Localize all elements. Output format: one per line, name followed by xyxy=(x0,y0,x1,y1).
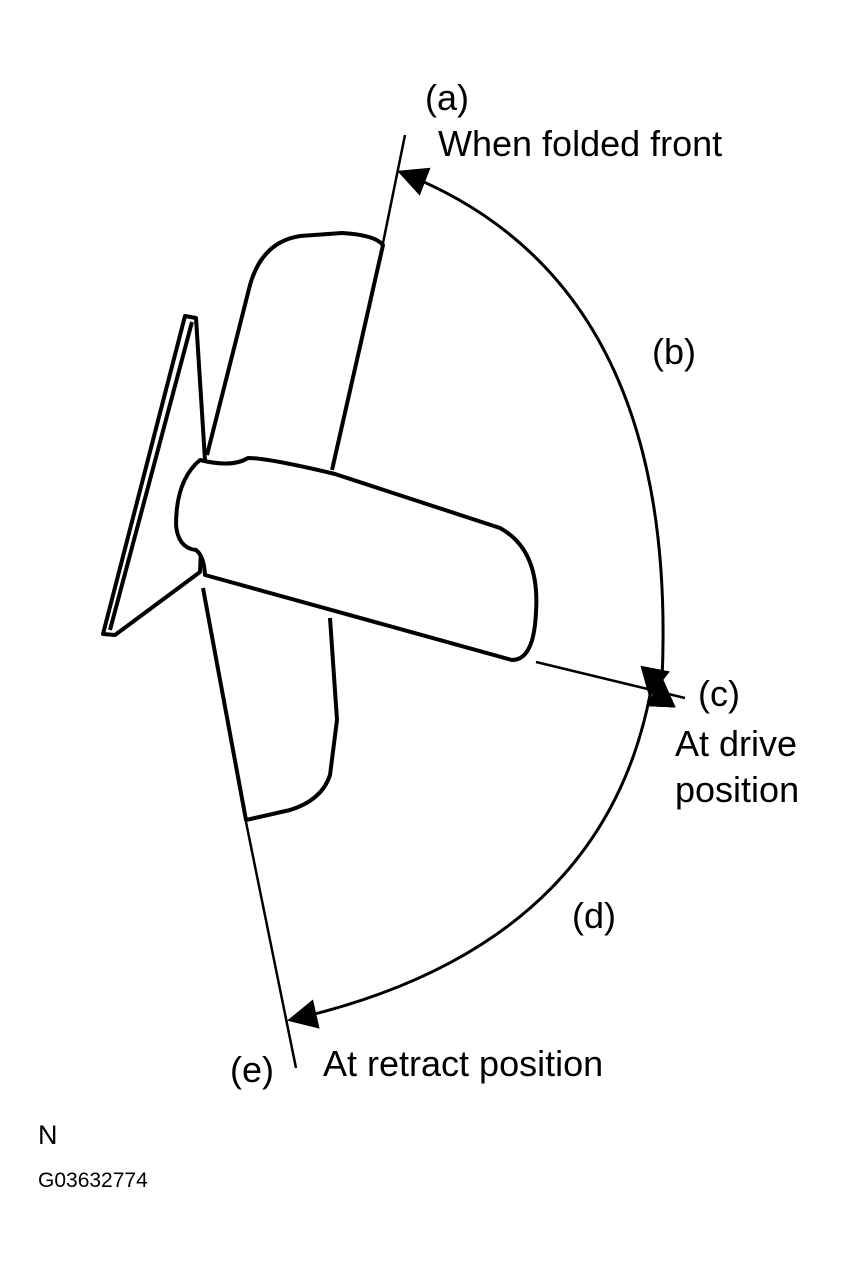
label-b-marker: (b) xyxy=(652,331,696,372)
figure-code: G03632774 xyxy=(38,1169,148,1192)
arc-d-arrow xyxy=(287,665,670,1029)
arc-b-arrow xyxy=(397,167,676,708)
label-c-marker: (c) xyxy=(698,673,740,714)
mounting-base xyxy=(101,314,207,637)
mirror-outline-folded-front xyxy=(205,231,385,471)
label-c-text-line2: position xyxy=(675,769,800,810)
label-e-marker: (e) xyxy=(230,1049,274,1090)
reference-line-a xyxy=(381,134,407,244)
reference-line-e xyxy=(244,821,298,1069)
label-a-text: When folded front xyxy=(438,123,723,164)
mirror-body-drive xyxy=(174,456,539,662)
footer-letter: N xyxy=(38,1120,58,1150)
label-a-marker: (a) xyxy=(425,77,469,118)
label-c-text-line1: At drive xyxy=(675,723,798,764)
label-e-text: At retract position xyxy=(323,1043,604,1084)
mirror-outline-retract xyxy=(201,587,339,822)
label-d-marker: (d) xyxy=(572,895,616,936)
